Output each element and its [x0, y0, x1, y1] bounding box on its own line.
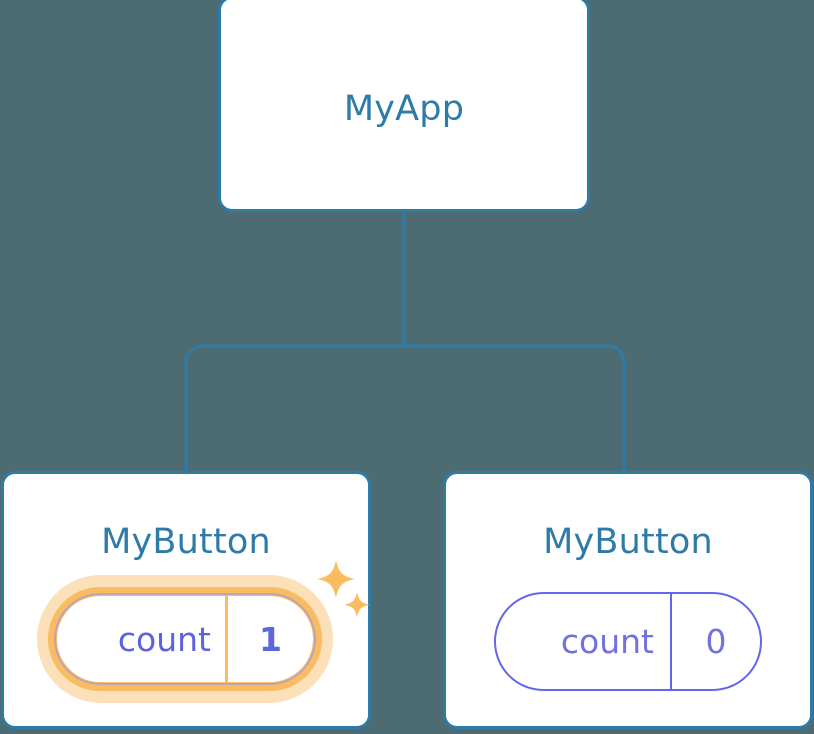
- state-pill-left-value: 1: [225, 596, 313, 682]
- node-child-right-title: MyButton: [543, 522, 713, 562]
- state-pill-glow-left: count 1: [37, 575, 333, 703]
- state-pill-right-key: count: [560, 622, 654, 661]
- state-pill-right-value: 0: [670, 594, 760, 689]
- state-pill-right-wrap: count 0: [494, 592, 762, 691]
- node-root-myapp[interactable]: MyApp: [218, 0, 590, 212]
- node-child-mybutton-right[interactable]: MyButton count 0: [443, 471, 813, 729]
- connector-branch-right: [404, 344, 626, 473]
- state-pill-left-key: count: [117, 619, 211, 659]
- node-root-title: MyApp: [343, 89, 465, 129]
- state-pill-right[interactable]: count 0: [494, 592, 762, 691]
- connector-branch-left: [184, 344, 404, 473]
- state-pill-left[interactable]: count 1: [48, 587, 322, 691]
- node-child-left-title: MyButton: [101, 522, 271, 562]
